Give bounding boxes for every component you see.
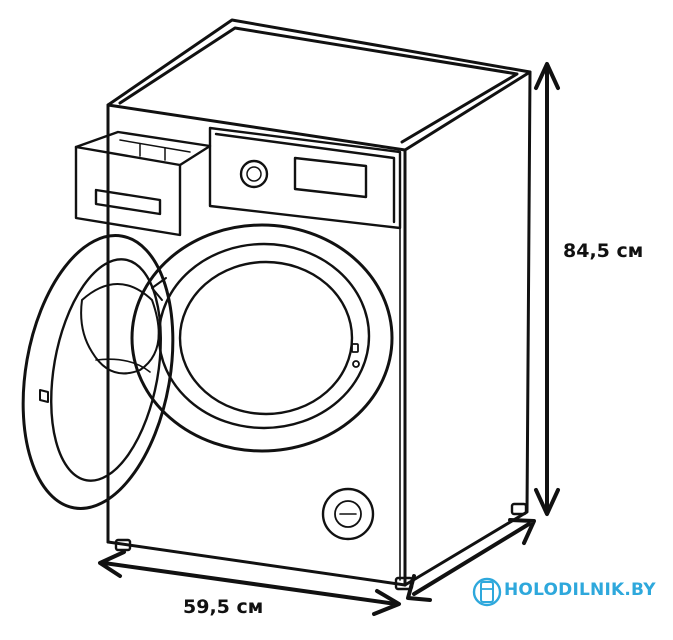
machine-body (106, 18, 532, 587)
brand-logo-icon-spacer (474, 577, 500, 603)
detergent-drawer (74, 130, 212, 237)
program-knob (239, 159, 269, 189)
height-dimension-arrow (534, 62, 560, 516)
display-screen (293, 156, 368, 199)
height-dimension-label: 84,5 см (563, 240, 644, 262)
brand-logo: HOLODILNIK.BY (474, 577, 656, 603)
control-panel (208, 126, 402, 230)
width-dimension-label: 59,5 см (183, 596, 264, 618)
drain-filter (321, 487, 375, 541)
door-porthole (130, 223, 394, 453)
open-door (21, 234, 175, 510)
width-dimension-arrow (98, 550, 401, 616)
brand-name: HOLODILNIK.BY (504, 580, 656, 600)
machine-feet (114, 502, 528, 591)
door-indicators (351, 343, 360, 368)
depth-dimension-arrow (406, 518, 536, 602)
fridge-icon (472, 577, 502, 607)
